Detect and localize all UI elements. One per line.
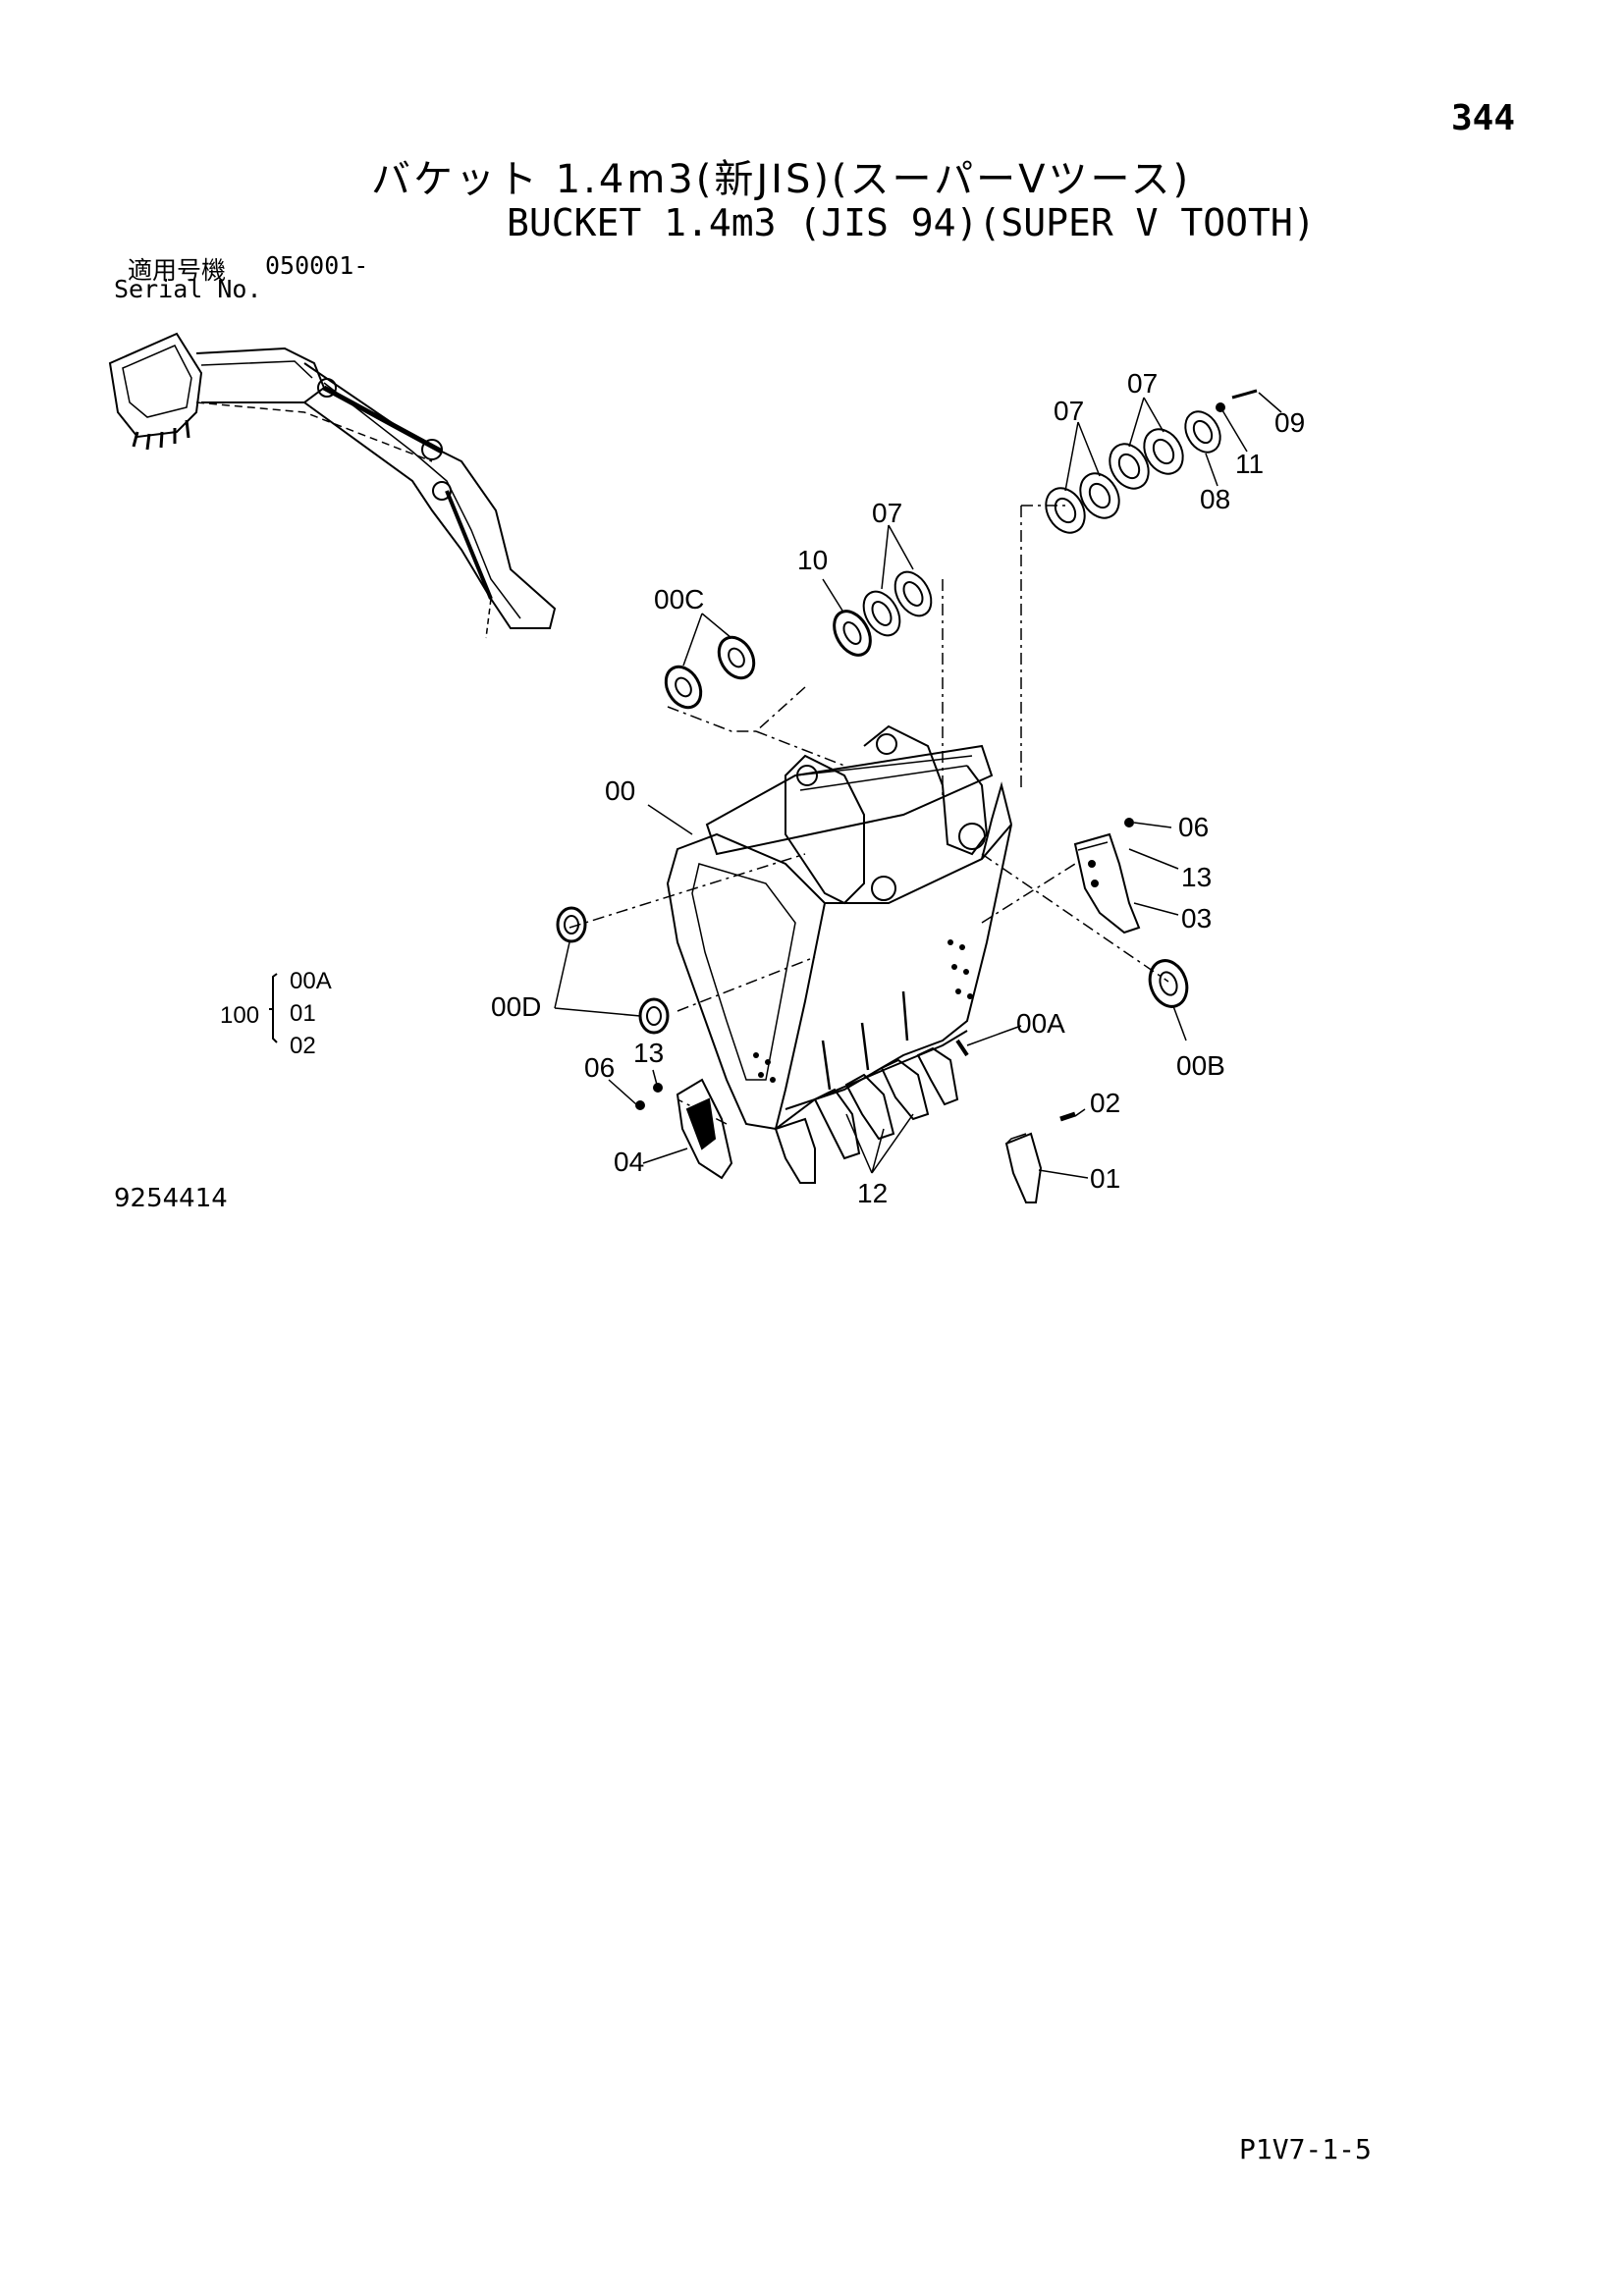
callout-09: 09	[1274, 407, 1305, 438]
callout-06: 06	[584, 1052, 615, 1083]
callout-10: 10	[797, 545, 828, 575]
group-item: 01	[290, 1000, 316, 1027]
callout-13: 13	[1181, 862, 1212, 892]
callout-00D: 00D	[491, 991, 541, 1022]
footer-code: P1V7-1-5	[1239, 2133, 1372, 2165]
callout-07: 07	[1054, 396, 1084, 426]
group-item: 00A	[290, 968, 332, 994]
page-number: 344	[1451, 98, 1516, 138]
bushings-00C	[664, 635, 756, 710]
title-japanese: バケット 1.4m3(新JIS)(スーパーVツース)	[371, 157, 1192, 202]
callout-labels: 07 07 07 09 11 08 10 00C 00 06 13 03 00D…	[220, 368, 1305, 1208]
bushing-00B	[1148, 959, 1189, 1008]
serial-label-english: Serial No.	[114, 275, 262, 303]
group-number: 100	[220, 1002, 259, 1029]
callout-00A: 00A	[1016, 1008, 1065, 1039]
serial-value: 050001-	[265, 251, 369, 280]
callout-02: 02	[1090, 1088, 1120, 1118]
callout-13: 13	[633, 1038, 664, 1068]
shims-upper-middle	[833, 570, 933, 657]
callout-08: 08	[1200, 484, 1230, 514]
callout-04: 04	[614, 1147, 644, 1177]
bucket-body	[666, 724, 1012, 1184]
adapter-00A	[955, 1039, 969, 1057]
callout-07: 07	[1127, 368, 1158, 399]
leader-lines	[554, 392, 1282, 1179]
side-cutter-03	[1073, 818, 1141, 934]
callout-00B: 00B	[1176, 1050, 1225, 1081]
shims-upper-right	[1045, 389, 1258, 534]
drawing-number: 9254414	[114, 1184, 228, 1213]
assembly-dashed-lines	[568, 505, 1169, 1125]
callout-11: 11	[1235, 449, 1264, 479]
tooth-01	[1004, 1111, 1076, 1203]
callout-01: 01	[1090, 1163, 1120, 1194]
callout-00: 00	[605, 775, 635, 806]
serial-label-japanese: 適用号機	[128, 256, 227, 285]
side-cutter-04	[635, 1078, 733, 1180]
group-bracket	[272, 973, 278, 1043]
excavator-arm-thumbnail	[108, 332, 557, 639]
callout-06: 06	[1178, 812, 1209, 842]
title-english: BUCKET 1.4m3 (JIS 94)(SUPER V TOOTH)	[507, 201, 1316, 244]
callout-12: 12	[857, 1178, 888, 1208]
callout-00C: 00C	[654, 584, 704, 614]
group-item: 02	[290, 1033, 316, 1059]
callout-03: 03	[1181, 903, 1212, 934]
callout-07: 07	[872, 498, 902, 528]
